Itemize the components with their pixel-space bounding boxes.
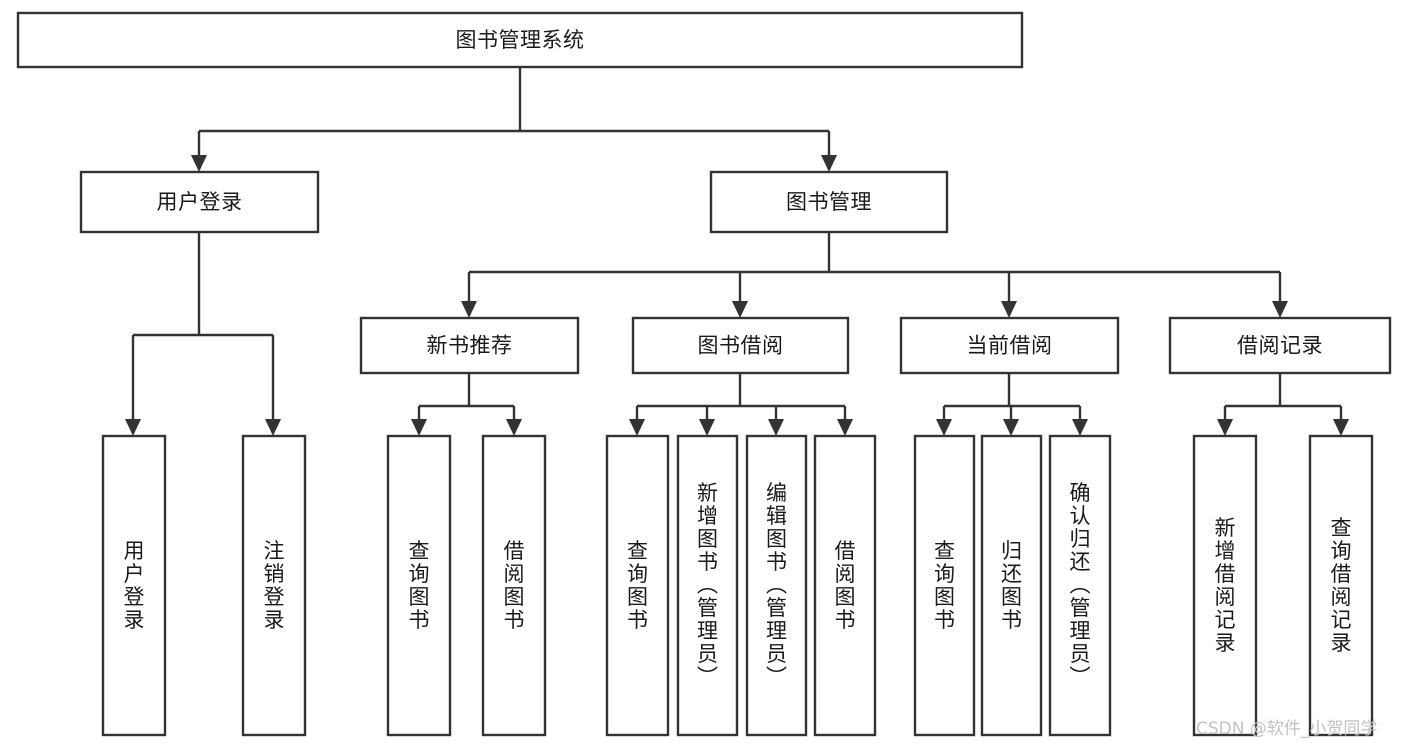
leaf-node-box-leaf-query-book-3[interactable] [913, 434, 976, 737]
leaf-node-box-leaf-add-record[interactable] [1192, 434, 1258, 737]
connector-arrow [1003, 419, 1019, 436]
level2-node-label-new-book-rec: 新书推荐 [427, 334, 513, 358]
connector-arrow [732, 301, 748, 318]
connector-arrow [191, 155, 207, 172]
leaf-node-box-leaf-confirm-return[interactable] [1048, 434, 1112, 737]
connector-arrow [265, 419, 281, 436]
connector-arrow [506, 419, 522, 436]
leaf-node-box-leaf-edit-book[interactable] [745, 434, 808, 737]
connector-arrow [461, 301, 477, 318]
csdn-watermark: CSDN @软件_小贺同学 [1196, 719, 1378, 739]
connector-arrow [1333, 419, 1349, 436]
root-node-box[interactable] [16, 11, 1024, 69]
leaf-node-box-leaf-logout[interactable] [241, 434, 307, 737]
connector-arrow [821, 155, 837, 172]
level1-node-box-book-manage[interactable] [709, 170, 949, 234]
leaf-node-box-leaf-query-book-1[interactable] [386, 434, 452, 737]
leaf-node-box-leaf-add-book[interactable] [676, 434, 739, 737]
connector-group-currentborrow_to_leaves [936, 373, 1088, 436]
connector-group-newbook_to_leaves [411, 373, 522, 436]
connector-arrow [629, 419, 645, 436]
connectors-layer [125, 67, 1349, 436]
leaf-node-box-leaf-borrow-book-1[interactable] [481, 434, 547, 737]
connector-group-userlogin_to_leaves [125, 232, 281, 436]
connector-group-root_to_level1 [191, 67, 837, 172]
level2-node-label-borrow-record: 借阅记录 [1237, 334, 1323, 358]
level2-node-label-book-borrow: 图书借阅 [698, 334, 784, 358]
connector-arrow [1001, 301, 1017, 318]
root-node-label: 图书管理系统 [456, 28, 585, 52]
level2-node-box-borrow-record[interactable] [1168, 316, 1392, 375]
level1-node-label-user-login: 用户登录 [157, 190, 243, 214]
level2-node-box-current-borrow[interactable] [899, 316, 1120, 375]
boxes-layer [16, 11, 1392, 737]
leaf-node-box-leaf-borrow-book-2[interactable] [813, 434, 877, 737]
leaf-node-box-leaf-query-book-2[interactable] [605, 434, 670, 737]
connector-arrow [1272, 301, 1288, 318]
leaf-node-box-leaf-return-book[interactable] [980, 434, 1043, 737]
connector-group-bookborrow_to_leaves [629, 373, 853, 436]
leaf-node-box-leaf-user-login[interactable] [101, 434, 167, 737]
connector-arrow [1217, 419, 1233, 436]
level1-node-box-user-login[interactable] [79, 170, 320, 234]
connector-arrow [837, 419, 853, 436]
level2-node-box-new-book-rec[interactable] [359, 316, 580, 375]
level2-node-box-book-borrow[interactable] [631, 316, 850, 375]
connector-group-level1_to_level2 [461, 232, 1288, 318]
connector-arrow [411, 419, 427, 436]
connector-arrow [125, 419, 141, 436]
connector-arrow [936, 419, 952, 436]
leaf-node-box-leaf-query-record[interactable] [1308, 434, 1374, 737]
connector-arrow [768, 419, 784, 436]
level2-node-label-current-borrow: 当前借阅 [967, 334, 1053, 358]
connector-group-borrowrecord_to_leaves [1217, 373, 1349, 436]
connector-arrow [1072, 419, 1088, 436]
level1-node-label-book-manage: 图书管理 [786, 190, 872, 214]
connector-arrow [699, 419, 715, 436]
